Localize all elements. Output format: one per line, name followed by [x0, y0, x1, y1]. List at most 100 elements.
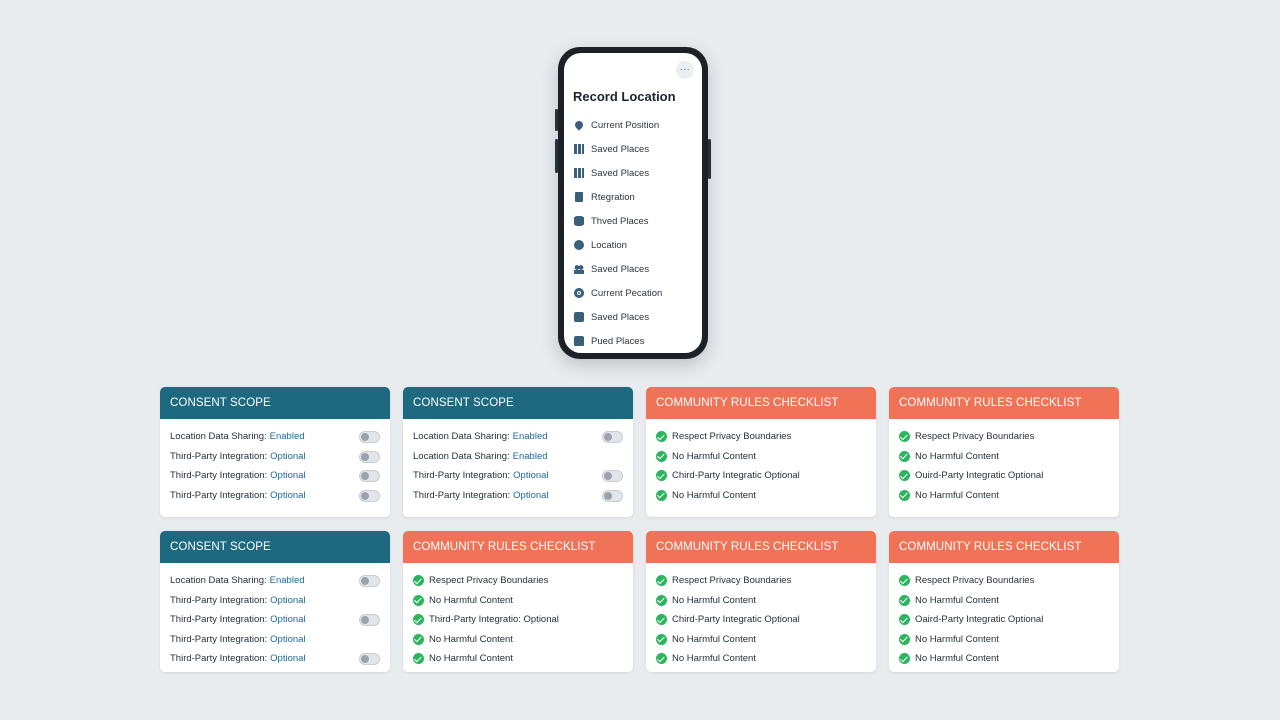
- checklist-label: Oaird-Party Integratic Optional: [915, 614, 1044, 626]
- consent-row: Location Data Sharing:Enabled: [413, 427, 623, 447]
- menu-item-thved-places[interactable]: Thved Places: [574, 209, 696, 233]
- clock-icon: [574, 240, 584, 250]
- consent-toggle[interactable]: [359, 450, 380, 463]
- menu-item-label: Current Pecation: [591, 287, 663, 299]
- checklist-label: Chird-Party Integratic Optional: [672, 614, 800, 626]
- consent-value: Optional: [270, 594, 306, 606]
- menu-item-label: Location: [591, 239, 627, 251]
- consent-toggle[interactable]: [359, 470, 380, 482]
- menu-item-label: Saved Places: [591, 143, 650, 155]
- consent-value: Optional: [513, 470, 549, 482]
- checklist-label: No Harmful Content: [429, 633, 513, 645]
- checklist-item: Respect Privacy Boundaries: [899, 427, 1109, 447]
- database-icon: [574, 216, 584, 226]
- check-circle-icon: [656, 450, 667, 462]
- consent-value: Enabled: [512, 450, 548, 462]
- checklist-label: No Harmful Content: [915, 450, 999, 462]
- checklist-item: No Harmful Content: [899, 447, 1109, 467]
- consent-toggle[interactable]: [602, 431, 623, 443]
- checklist-label: No Harmful Content: [429, 594, 513, 606]
- screen-title: Record Location: [573, 89, 676, 104]
- check-circle-icon: [656, 633, 667, 645]
- consent-label: Third-Party Integration:: [170, 653, 268, 665]
- consent-value: Enabled: [269, 431, 305, 443]
- consent-row: Third-Party Integration:Optional: [170, 649, 380, 669]
- checklist-item: No Harmful Content: [656, 447, 866, 467]
- consent-toggle[interactable]: [359, 575, 380, 587]
- menu-item-saved-places[interactable]: Saved Places: [574, 161, 696, 185]
- checklist-item: No Harmful Content: [413, 649, 623, 669]
- menu-item-saved-places[interactable]: Saved Places: [574, 137, 696, 161]
- consent-label: Third-Party Integration:: [170, 489, 268, 501]
- menu-item-label: Current Position: [591, 119, 660, 131]
- check-circle-icon: [656, 489, 667, 501]
- check-circle-icon: [899, 653, 910, 665]
- volume-down-button: [555, 139, 558, 173]
- more-options-button[interactable]: ···: [676, 61, 694, 79]
- check-circle-icon: [899, 470, 910, 482]
- consent-scope-card: CONSENT SCOPE Location Data Sharing:Enab…: [160, 387, 390, 517]
- checklist-item: Chird-Party Integratic Optional: [656, 466, 866, 486]
- consent-toggle[interactable]: [359, 653, 380, 665]
- checklist-item: Respect Privacy Boundaries: [413, 571, 623, 591]
- card-title: COMMUNITY RULES CHECKLIST: [646, 387, 876, 419]
- check-circle-icon: [899, 489, 910, 501]
- phone-screen: ··· Record Location Current Position Sav…: [564, 53, 702, 353]
- check-circle-icon: [413, 575, 424, 587]
- check-circle-icon: [899, 575, 910, 587]
- menu-item-label: Saved Places: [591, 263, 650, 275]
- consent-toggle[interactable]: [359, 489, 380, 502]
- card-title: COMMUNITY RULES CHECKLIST: [403, 531, 633, 563]
- consent-row: Third-Party Integration:Optional: [170, 630, 380, 650]
- consent-label: Third-Party Integration:: [170, 450, 268, 462]
- menu-item-integration[interactable]: Rtegration: [574, 185, 696, 209]
- checklist-item: Respect Privacy Boundaries: [656, 571, 866, 591]
- menu-item-location[interactable]: Location: [574, 233, 696, 257]
- menu-item-current-position[interactable]: Current Position: [573, 113, 696, 137]
- checklist-label: No Harmful Content: [672, 594, 756, 606]
- card-title: COMMUNITY RULES CHECKLIST: [889, 531, 1119, 563]
- check-circle-icon: [656, 431, 667, 443]
- menu-item-saved-places[interactable]: Saved Places: [574, 257, 696, 281]
- check-circle-icon: [413, 614, 424, 626]
- menu-item-current-pecation[interactable]: Current Pecation: [574, 281, 696, 305]
- consent-label: Third-Party Integration:: [413, 470, 511, 482]
- consent-toggle[interactable]: [359, 431, 380, 443]
- consent-toggle[interactable]: [359, 614, 380, 626]
- group-icon: [574, 264, 584, 274]
- checklist-item: No Harmful Content: [656, 486, 866, 506]
- checklist-item: No Harmful Content: [899, 486, 1109, 506]
- checklist-label: Respect Privacy Boundaries: [672, 575, 792, 587]
- consent-row: Third-Party Integration:Optional: [170, 610, 380, 630]
- volume-up-button: [555, 109, 558, 131]
- checklist-label: No Harmful Content: [915, 653, 999, 665]
- consent-label: Third-Party Integration:: [170, 614, 268, 626]
- checklist-item: No Harmful Content: [656, 630, 866, 650]
- menu-item-saved-places[interactable]: Saved Places: [574, 305, 696, 329]
- card-title: COMMUNITY RULES CHECKLIST: [889, 387, 1119, 419]
- checklist-label: No Harmful Content: [429, 653, 513, 665]
- consent-row: Location Data Sharing:Enabled: [170, 427, 380, 447]
- checklist-item: No Harmful Content: [656, 591, 866, 611]
- target-icon: [574, 288, 584, 298]
- checklist-item: No Harmful Content: [413, 591, 623, 611]
- consent-toggle[interactable]: [602, 470, 623, 482]
- checklist-label: No Harmful Content: [915, 489, 999, 501]
- consent-scope-card: CONSENT SCOPE Location Data Sharing:Enab…: [403, 387, 633, 517]
- consent-row: Third-Party Integration:Optional: [170, 466, 380, 486]
- consent-row: Third-Party Integration:Optional: [413, 486, 623, 506]
- menu-item-label: Rtegration: [591, 191, 635, 203]
- consent-label: Location Data Sharing:: [170, 431, 267, 443]
- checklist-item: Chird-Party Integratic Optional: [656, 610, 866, 630]
- check-circle-icon: [656, 614, 667, 626]
- document-icon: [575, 192, 583, 202]
- consent-label: Location Data Sharing:: [413, 431, 510, 443]
- check-circle-icon: [899, 431, 910, 443]
- consent-row: Location Data Sharing:Enabled: [170, 571, 380, 591]
- checklist-label: No Harmful Content: [672, 633, 756, 645]
- consent-toggle[interactable]: [602, 489, 623, 502]
- consent-row: Third-Party Integration:Optional: [170, 447, 380, 467]
- checklist-label: Respect Privacy Boundaries: [915, 431, 1035, 443]
- map-icon: [574, 168, 584, 178]
- menu-item-pued-places[interactable]: Pued Places: [574, 329, 696, 353]
